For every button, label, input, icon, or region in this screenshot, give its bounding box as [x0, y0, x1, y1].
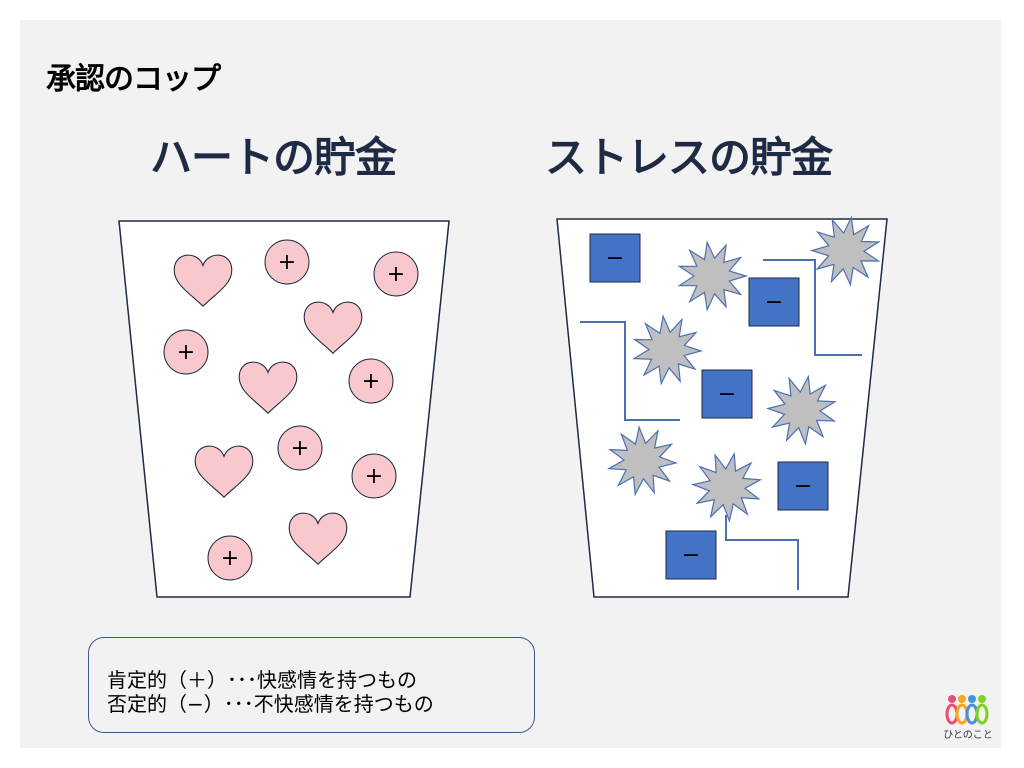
svg-text:+: + — [362, 369, 380, 394]
brand-logo: ひとのこと — [938, 690, 998, 742]
minus-square: − — [701, 369, 753, 419]
svg-text:+: + — [291, 436, 309, 461]
svg-text:−: − — [794, 474, 812, 499]
plus-circle: + — [163, 329, 209, 375]
svg-text:+: + — [221, 546, 239, 571]
plus-circle: + — [264, 239, 310, 285]
minus-square: − — [748, 277, 800, 327]
stress-burst-shape — [809, 215, 881, 287]
heart-cup-outline — [118, 220, 450, 598]
stress-cup: − − − − − — [556, 215, 888, 598]
heart-cup-title: ハートの貯金 — [150, 133, 397, 182]
people-logo-icon — [945, 695, 989, 725]
stress-burst-shape — [606, 425, 678, 497]
plus-circle: + — [207, 535, 253, 581]
heart-cup: + + + + + + + — [118, 220, 450, 598]
crack-line — [725, 515, 799, 590]
stress-burst-shape — [765, 374, 837, 446]
page-title: 承認のコップ — [46, 62, 221, 97]
svg-text:+: + — [278, 250, 296, 275]
plus-circle: + — [351, 453, 397, 499]
legend-negative-text: 否定的（−）･･･不快感情を持つもの — [107, 692, 434, 716]
svg-text:−: − — [718, 382, 736, 407]
svg-text:+: + — [177, 340, 195, 365]
crack-line — [580, 321, 680, 421]
stress-burst-shape — [632, 314, 704, 386]
plus-circle: + — [277, 425, 323, 471]
svg-text:−: − — [682, 543, 700, 568]
legend-box: 肯定的（＋）･･･快感情を持つもの 否定的（−）･･･不快感情を持つもの — [88, 637, 535, 733]
brand-logo-text: ひとのこと — [943, 730, 993, 741]
plus-circle: + — [373, 251, 419, 297]
svg-text:+: + — [365, 464, 383, 489]
stress-burst-shape — [691, 451, 763, 523]
minus-square: − — [777, 461, 829, 511]
stress-cup-title: ストレスの貯金 — [545, 133, 833, 182]
minus-square: − — [589, 233, 641, 283]
svg-text:+: + — [387, 262, 405, 287]
crack-line — [763, 259, 862, 356]
svg-text:−: − — [606, 246, 624, 271]
svg-text:−: − — [765, 290, 783, 315]
stress-burst-shape — [677, 240, 749, 312]
legend-positive-text: 肯定的（＋）･･･快感情を持つもの — [107, 668, 417, 692]
plus-circle: + — [348, 358, 394, 404]
minus-square: − — [665, 530, 717, 580]
